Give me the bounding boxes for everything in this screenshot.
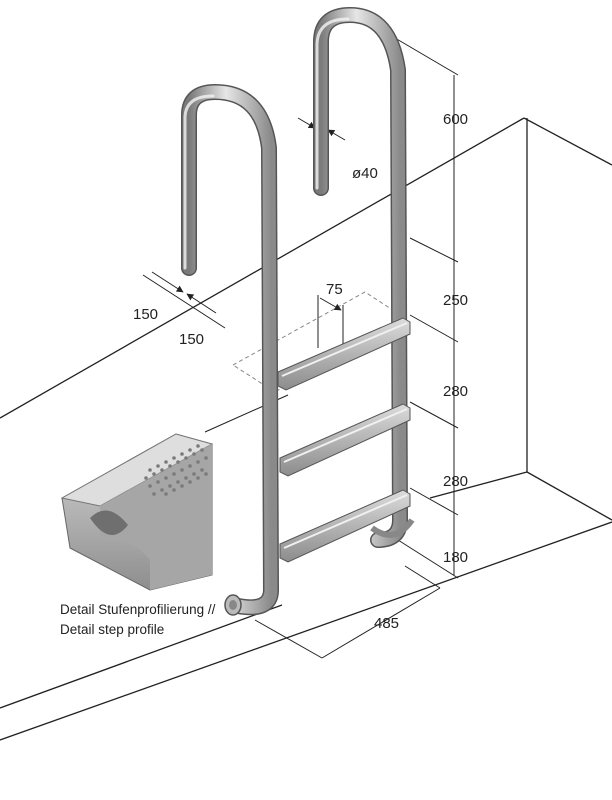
- pool-outline: [0, 117, 612, 741]
- step-3: [279, 489, 415, 563]
- dim-180: 180: [443, 549, 468, 566]
- anti-slip-pattern: [144, 444, 208, 496]
- left-rail: [181, 83, 280, 616]
- dim-280-b: 280: [443, 473, 468, 490]
- caption-german: Detail Stufenprofilierung //: [60, 602, 216, 617]
- ladder-steps: [277, 317, 415, 563]
- step-1: [277, 317, 411, 391]
- dimension-labels: 600 ø40 150 150 75 250 280 280 180 485: [133, 111, 468, 632]
- caption-english: Detail step profile: [60, 622, 165, 637]
- dim-280-a: 280: [443, 383, 468, 400]
- dim-485: 485: [374, 615, 399, 632]
- step-2: [279, 403, 411, 477]
- dim-diameter: ø40: [352, 165, 378, 182]
- dim-75: 75: [326, 281, 343, 298]
- dimension-lines: [142, 37, 459, 659]
- step-profile-detail: [60, 433, 214, 591]
- dim-150-a: 150: [133, 306, 158, 323]
- dim-250: 250: [443, 292, 468, 309]
- right-rail: [313, 6, 409, 548]
- dim-600: 600: [443, 111, 468, 128]
- dim-150-b: 150: [179, 331, 204, 348]
